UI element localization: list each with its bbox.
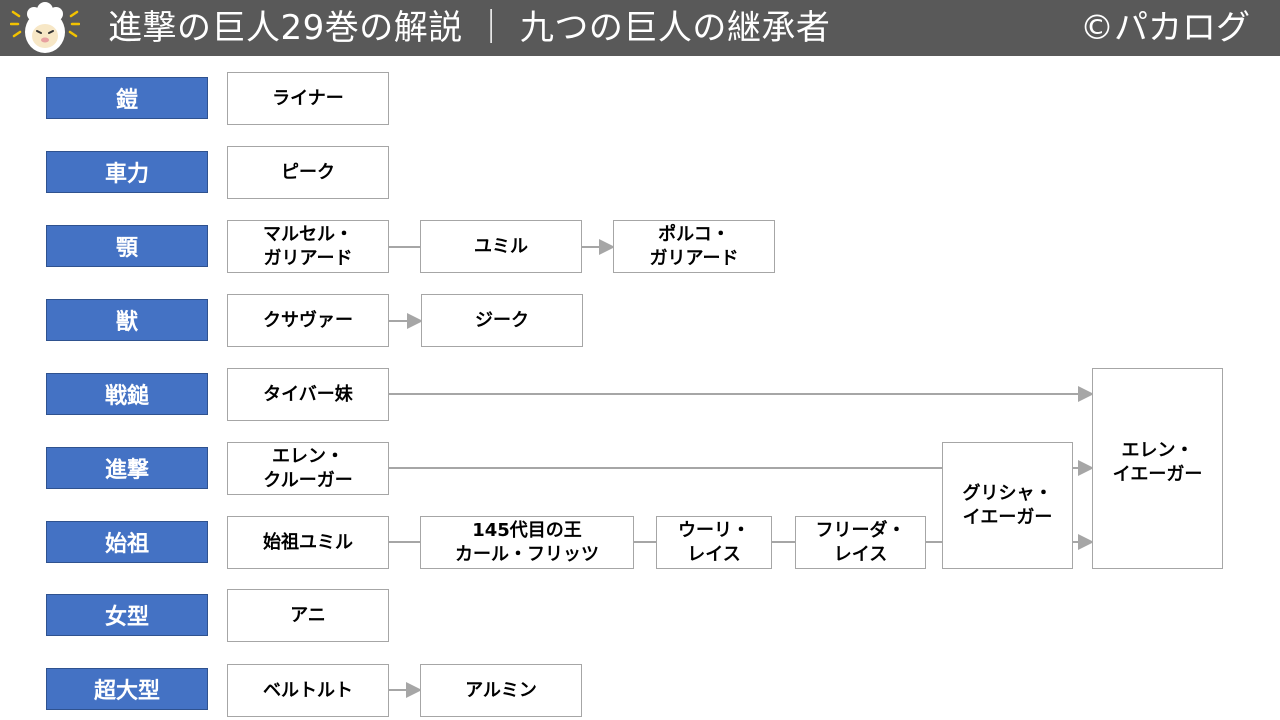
header-bar: 進撃の巨人29巻の解説 ｜ 九つの巨人の継承者 ©パカログ — [0, 0, 1280, 56]
copyright-text: ©パカログ — [1080, 8, 1250, 48]
row-label-female: 女型 — [46, 594, 208, 636]
row-label-beast: 獣 — [46, 299, 208, 341]
inheritor-box: クサヴァー — [227, 294, 389, 347]
inheritor-box: エレン・ クルーガー — [227, 442, 389, 495]
inheritor-box: 始祖ユミル — [227, 516, 389, 569]
inheritor-box: マルセル・ ガリアード — [227, 220, 389, 273]
inheritor-box: ライナー — [227, 72, 389, 125]
alpaca-mascot-icon — [10, 2, 80, 53]
row-label-founding: 始祖 — [46, 521, 208, 563]
inheritor-box: アニ — [227, 589, 389, 642]
inheritor-box: ユミル — [420, 220, 582, 273]
inheritor-box: ポルコ・ ガリアード — [613, 220, 775, 273]
inheritor-box: ジーク — [421, 294, 583, 347]
row-label-war-hammer: 戦鎚 — [46, 373, 208, 415]
inheritor-box: タイバー妹 — [227, 368, 389, 421]
inheritor-box-grisha: グリシャ・ イエーガー — [942, 442, 1073, 569]
inheritor-box: ベルトルト — [227, 664, 389, 717]
inheritor-box: ウーリ・ レイス — [656, 516, 772, 569]
inheritor-box: 145代目の王 カール・フリッツ — [420, 516, 634, 569]
inheritor-box-eren: エレン・ イエーガー — [1092, 368, 1223, 569]
inheritor-box: アルミン — [420, 664, 582, 717]
inheritor-box: フリーダ・ レイス — [795, 516, 926, 569]
row-label-cart: 車力 — [46, 151, 208, 193]
row-label-jaw: 顎 — [46, 225, 208, 267]
page-title: 進撃の巨人29巻の解説 ｜ 九つの巨人の継承者 — [108, 8, 831, 48]
row-label-attack: 進撃 — [46, 447, 208, 489]
inheritor-box: ピーク — [227, 146, 389, 199]
row-label-colossal: 超大型 — [46, 668, 208, 710]
row-label-armored: 鎧 — [46, 77, 208, 119]
